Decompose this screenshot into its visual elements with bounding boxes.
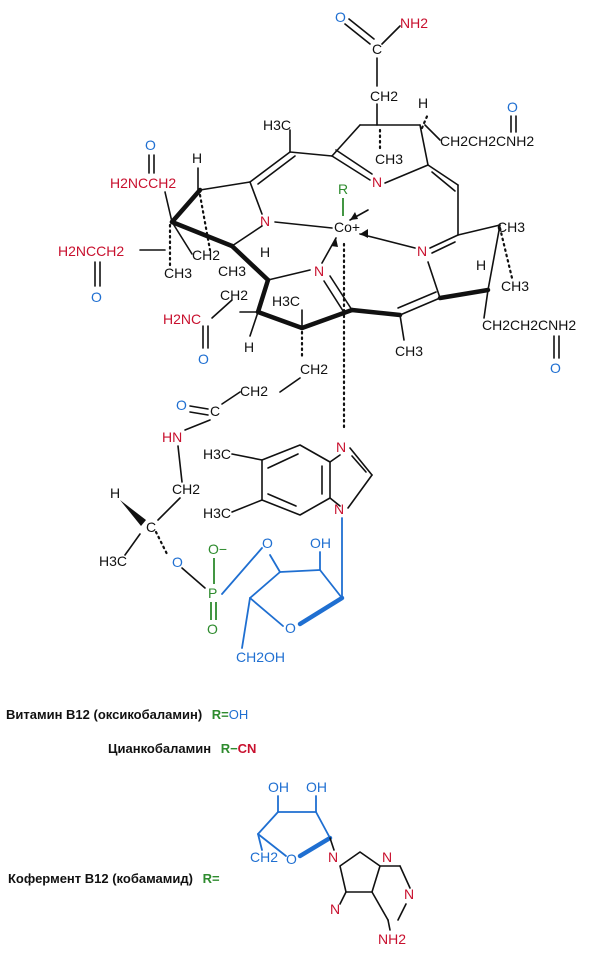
atom-top-nh2: NH2 [400, 15, 428, 31]
atom-ring-n-top: N [372, 174, 382, 190]
atom-top-o: O [335, 9, 346, 25]
atom-ribose-o-ring: O [285, 620, 296, 636]
caption-cyano-r-value: CN [237, 741, 257, 756]
caption-vitamin-b12-label: Витамин B12 (оксикобаламин) [6, 707, 203, 722]
atom-benz-h3c-b: H3C [203, 505, 231, 521]
atom-phos-p: P [208, 585, 217, 601]
caption-vitamin-r-eq: R= [211, 707, 229, 722]
atom-left-mid-o: O [91, 289, 102, 305]
atom-ado-n-d: N [330, 901, 340, 917]
atom-bottom-h3c: H3C [272, 293, 300, 309]
atom-link-hn: HN [162, 429, 182, 445]
benzimidazole-bonds [231, 444, 373, 516]
atom-left-mid-chain: H2NCCH2 [58, 243, 124, 259]
atom-phos-o-minus: O− [208, 541, 227, 557]
atom-ado-oh-b: OH [306, 779, 327, 795]
atom-right-n: N [417, 243, 427, 259]
atom-right-lower-chain: CH2CH2CNH2 [482, 317, 576, 333]
atom-bottom-left-chain: H2NC [163, 311, 201, 327]
atom-bottom-h-a: H [260, 244, 270, 260]
atom-prop-c: C [146, 519, 156, 535]
atom-prop-h: H [110, 485, 120, 501]
atom-ribose-ch2oh: CH2OH [236, 649, 285, 665]
atom-r: R [338, 181, 348, 197]
atom-ring-ch3-mid: CH3 [375, 151, 403, 167]
atom-right-upper-h: H [418, 95, 428, 111]
right-ring-bonds [397, 224, 560, 359]
atom-ado-n-c: N [404, 886, 414, 902]
atom-prop-ch2: CH2 [172, 481, 200, 497]
cobalt-bonds [274, 198, 416, 432]
atom-right-upper-chain: CH2CH2CNH2 [440, 133, 534, 149]
caption-vitamin-b12: Витамин B12 (оксикобаламин) R=OH [6, 707, 248, 722]
atom-center-n: N [314, 263, 324, 279]
atom-link-o: O [176, 397, 187, 413]
atom-left-n: N [260, 213, 270, 229]
atom-bottom-o-left: O [198, 351, 209, 367]
atom-bottom-h-b: H [244, 339, 254, 355]
caption-cyano-label: Цианкобаламин [108, 741, 212, 756]
atom-link-c: C [210, 403, 220, 419]
atom-benz-n-top: N [336, 439, 346, 455]
atom-ado-n-b: N [382, 849, 392, 865]
atom-right-ch3-a: CH3 [497, 219, 525, 235]
caption-vitamin-b12-r: R=OH [212, 707, 248, 722]
propanol-phosphate-bonds [120, 497, 263, 620]
top-amide-bonds [344, 18, 401, 126]
ribose-bonds [241, 517, 345, 649]
atom-benz-n-bottom: N [334, 501, 344, 517]
caption-cyano-r: R−CN [221, 741, 257, 756]
atom-left-mid-ch3b: CH3 [218, 263, 246, 279]
atom-ado-nh2: NH2 [378, 931, 406, 947]
caption-cyano-r-eq: R− [220, 741, 238, 756]
caption-cyanocobalamin: Цианкобаламин R−CN [108, 741, 256, 756]
atom-bottom-ch2-a: CH2 [220, 287, 248, 303]
caption-coenzyme: Кофермент B12 (кобамамид) R= [8, 871, 220, 886]
atom-bottom-ch2-b: CH2 [300, 361, 328, 377]
atom-top-c: C [372, 41, 382, 57]
atom-phos-o-bottom: O [207, 621, 218, 637]
atom-right-ch3-b: CH3 [501, 278, 529, 294]
caption-coenzyme-label: Кофермент B12 (кобамамид) [8, 871, 193, 886]
atom-left-mid-ch3: CH3 [164, 265, 192, 281]
atom-ado-ch2: CH2 [250, 849, 278, 865]
atom-ribose-o-left: O [262, 535, 273, 551]
atom-prop-h3c: H3C [99, 553, 127, 569]
atom-ado-oh-a: OH [268, 779, 289, 795]
atom-ring-h3c-top: H3C [263, 117, 291, 133]
caption-vitamin-r-value: OH [228, 707, 249, 722]
atom-right-upper-o: O [507, 99, 518, 115]
bottom-ring-bonds [202, 243, 403, 360]
atom-ribose-oh: OH [310, 535, 331, 551]
atom-link-ch2: CH2 [240, 383, 268, 399]
left-upper-bonds [148, 154, 263, 252]
atom-prop-o: O [172, 554, 183, 570]
caption-coenzyme-r: R= [202, 871, 220, 886]
atom-left-mid-ch2b: CH2 [192, 247, 220, 263]
atom-right-h: H [476, 257, 486, 273]
atom-co: Co+ [334, 219, 360, 235]
right-upper-bonds [424, 115, 517, 141]
atom-top-ch2: CH2 [370, 88, 398, 104]
atom-ado-n-a: N [328, 849, 338, 865]
linker-bonds [177, 377, 301, 483]
left-mid-bonds [94, 221, 193, 287]
adenosine-bonds [257, 795, 411, 931]
atom-left-upper-h: H [192, 150, 202, 166]
atom-left-upper-chain: H2NCCH2 [110, 175, 176, 191]
atom-right-bottom-ch3: CH3 [395, 343, 423, 359]
atom-right-lower-o: O [550, 360, 561, 376]
atom-benz-h3c-a: H3C [203, 446, 231, 462]
atom-ado-o-ring: O [286, 851, 297, 867]
atom-left-upper-o: O [145, 137, 156, 153]
top-ring-bonds [249, 112, 459, 236]
